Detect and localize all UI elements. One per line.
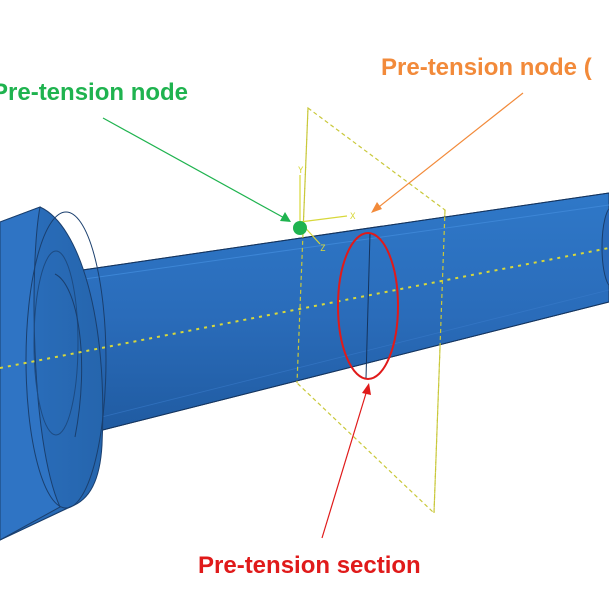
pretension-node-dot	[293, 221, 307, 235]
head-edge-line	[0, 506, 71, 541]
axis-z-label: Z	[320, 244, 326, 254]
shaft-end	[601, 208, 609, 286]
label-pretension-node-c: Pre-tension node (	[381, 54, 592, 81]
arrow-node	[102, 117, 291, 222]
bolt-head-rim	[25, 211, 107, 509]
shaft-edge-line-bottom	[74, 301, 609, 438]
axis-x-label: X	[350, 212, 356, 222]
shaft-highlight	[54, 192, 609, 275]
arrow-node-c	[371, 92, 524, 213]
bolt-head-inner-rim	[33, 250, 79, 436]
section-plane	[296, 106, 446, 515]
label-pretension-section: Pre-tension section	[198, 552, 421, 579]
label-pretension-node: Pre-tension node	[0, 79, 188, 106]
pretension-section-outline	[337, 232, 399, 380]
bolt-shaft	[54, 192, 609, 438]
section-mid-line	[365, 233, 371, 379]
section-plane-edge-right	[433, 209, 446, 514]
shaft-shoulder	[54, 273, 83, 438]
shaft-edge-line-lower	[69, 289, 609, 426]
arrow-section	[321, 383, 371, 539]
section-plane-edge	[296, 107, 309, 384]
axis-y-label: Y	[298, 166, 304, 176]
bolt-head-face	[0, 206, 61, 541]
shaft-edge-line	[62, 204, 609, 283]
